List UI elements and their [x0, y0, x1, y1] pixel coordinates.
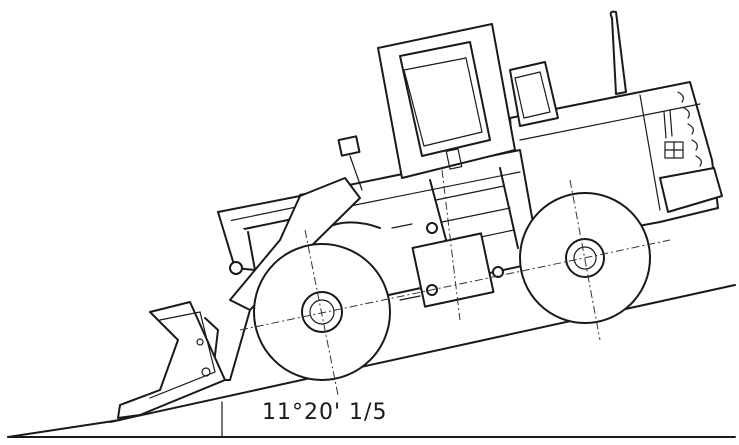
frame-upper-rail [329, 171, 521, 211]
radiator-grill [663, 91, 702, 167]
radiator-edge [639, 94, 661, 211]
inclined-slope-line [109, 284, 736, 423]
center-lines [239, 169, 671, 396]
axle-center-line [239, 239, 671, 331]
bucket [117, 301, 226, 419]
front-hub-inner [309, 299, 335, 325]
cab-window-inner [403, 57, 483, 147]
rear-axle-vertical [569, 179, 601, 341]
loader-linkage [117, 177, 361, 419]
door-handle [445, 148, 463, 170]
arm-pivot-bracket [217, 211, 256, 271]
exhaust-stack [609, 10, 627, 95]
front-hub [301, 291, 343, 333]
cab-window [399, 41, 491, 157]
front-wheel [253, 243, 391, 381]
counterweight [659, 167, 723, 213]
slope-angle-label: 11°20' 1/5 [262, 400, 388, 425]
center-components [391, 222, 504, 308]
joint-right [492, 266, 504, 278]
front-light [337, 135, 361, 157]
bucket-inner [149, 311, 216, 399]
arm-pivot-pin [229, 261, 243, 275]
rear-hub-inner [573, 246, 597, 270]
joint-upper [426, 222, 438, 234]
bucket-pin [201, 367, 211, 377]
bucket-link-pin [196, 338, 204, 346]
transmission-block [411, 232, 495, 308]
slope-foot-line [7, 419, 121, 438]
rear-side-window-inner [514, 71, 551, 119]
center-vertical [441, 169, 461, 321]
front-axle-vertical [304, 229, 339, 396]
ground-lines [7, 284, 736, 438]
light-post [349, 155, 363, 191]
